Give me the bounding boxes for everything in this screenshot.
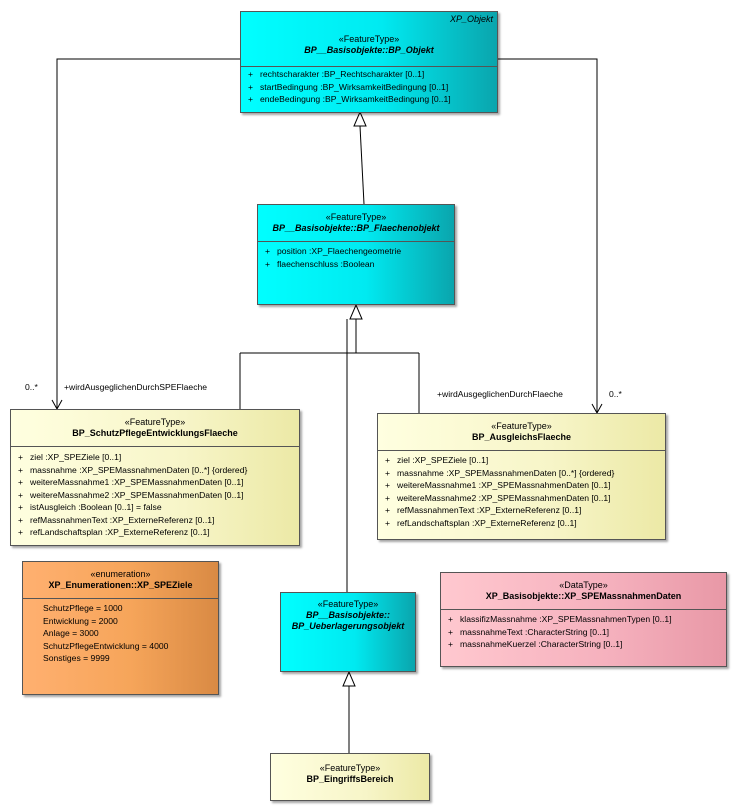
attribute-row: +massnahmeText :CharacterString [0..1] (447, 626, 610, 637)
enum-xp-speziele-separator (23, 598, 218, 599)
class-bp-flaechenobjekt-attributes: +position :XP_Flaechengeometrie +flaeche… (258, 245, 454, 270)
class-bp-schutzpflege[interactable]: «FeatureType» BP_SchutzPflegeEntwicklung… (10, 409, 300, 546)
generalization-arrowhead-ueberlagerung (342, 670, 356, 687)
attribute-row: +weitereMassnahme2 :XP_SPEMassnahmenDate… (17, 489, 244, 500)
attribute-row: +startBedingung :BP_WirksamkeitBedingung… (247, 81, 449, 92)
class-bp-schutzpflege-name: BP_SchutzPflegeEntwicklungsFlaeche (72, 428, 238, 438)
attribute-row: +refMassnahmenText :XP_ExterneReferenz [… (384, 505, 582, 515)
attribute-row: +massnahmeKuerzel :CharacterString [0..1… (447, 639, 623, 649)
class-bp-ueberlagerungsobjekt-name-line1: BP__Basisobjekte:: (305, 610, 391, 620)
class-bp-schutzpflege-separator (11, 446, 299, 447)
attribute-row: +weitereMassnahme2 :XP_SPEMassnahmenDate… (384, 492, 611, 503)
datatype-xp-spemassnahmendaten[interactable]: «DataType» XP_Basisobjekte::XP_SPEMassna… (440, 572, 727, 667)
association-right-role: +wirdAusgeglichenDurchFlaeche (437, 389, 563, 399)
attribute-row: +position :XP_Flaechengeometrie (264, 246, 402, 256)
attribute-row: +endeBedingung :BP_WirksamkeitBedingung … (247, 94, 451, 104)
enum-xp-speziele-name: XP_Enumerationen::XP_SPEZiele (48, 580, 193, 590)
attribute-row: +refLandschaftsplan :XP_ExterneReferenz … (17, 527, 210, 537)
association-right-multiplicity: 0..* (609, 389, 622, 399)
datatype-xp-spemassnahmendaten-separator (441, 609, 726, 610)
attribute-row: +massnahme :XP_SPEMassnahmenDaten [0..*]… (384, 467, 615, 478)
enum-literal: Entwicklung = 2000 (43, 615, 118, 626)
class-bp-flaechenobjekt-separator (258, 241, 454, 242)
datatype-xp-spemassnahmendaten-stereotype: «DataType» (559, 580, 608, 590)
association-right-line (497, 58, 598, 413)
class-bp-ausgleichsflaeche-name: BP_AusgleichsFlaeche (471, 432, 572, 442)
enum-xp-speziele-literals: SchutzPflege = 1000 Entwicklung = 2000 A… (43, 602, 168, 665)
class-bp-schutzpflege-attributes: +ziel :XP_SPEZiele [0..1] +massnahme :XP… (11, 451, 299, 539)
class-bp-objekt-tag: XP_Objekt (449, 14, 493, 24)
attribute-row: +refMassnahmenText :XP_ExterneReferenz [… (17, 514, 215, 525)
class-bp-eingriffsbereich-name: BP_EingriffsBereich (306, 774, 394, 784)
class-bp-ueberlagerungsobjekt-name-line2: BP_Ueberlagerungsobjekt (291, 621, 405, 631)
class-bp-ueberlagerungsobjekt-stereotype: «FeatureType» (317, 599, 379, 609)
attribute-row: +klassifizMassnahme :XP_SPEMassnahmenTyp… (447, 614, 672, 624)
association-left-multiplicity: 0..* (25, 382, 38, 392)
class-bp-schutzpflege-stereotype: «FeatureType» (124, 417, 186, 427)
class-bp-objekt[interactable]: XP_Objekt «FeatureType» BP__Basisobjekte… (240, 11, 498, 113)
class-bp-objekt-separator (241, 66, 497, 67)
attribute-row: +flaechenschluss :Boolean (264, 258, 375, 269)
attribute-row: +massnahme :XP_SPEMassnahmenDaten [0..*]… (17, 464, 248, 475)
enum-xp-speziele-stereotype: «enumeration» (90, 569, 151, 579)
class-bp-objekt-name: BP__Basisobjekte::BP_Objekt (304, 45, 434, 55)
enum-literal: SchutzPflege = 1000 (43, 603, 123, 613)
attribute-row: +weitereMassnahme1 :XP_SPEMassnahmenDate… (17, 477, 244, 487)
class-bp-ausgleichsflaeche-separator (378, 450, 665, 451)
class-bp-ueberlagerungsobjekt[interactable]: «FeatureType» BP__Basisobjekte:: BP_Uebe… (280, 592, 416, 672)
datatype-xp-spemassnahmendaten-attributes: +klassifizMassnahme :XP_SPEMassnahmenTyp… (441, 613, 726, 651)
association-left-role: +wirdAusgeglichenDurchSPEFlaeche (64, 382, 208, 392)
class-bp-eingriffsbereich-stereotype: «FeatureType» (319, 763, 381, 773)
datatype-xp-spemassnahmendaten-name: XP_Basisobjekte::XP_SPEMassnahmenDaten (485, 591, 682, 601)
attribute-row: +weitereMassnahme1 :XP_SPEMassnahmenDate… (384, 480, 611, 490)
enum-literal: Anlage = 3000 (43, 628, 99, 638)
generalization-arrowhead-flaechenobjekt (349, 303, 363, 320)
generalization-flaechenobjekt-objekt (359, 125, 365, 205)
attribute-row: +rechtscharakter :BP_Rechtscharakter [0.… (247, 69, 425, 79)
enum-xp-speziele[interactable]: «enumeration» XP_Enumerationen::XP_SPEZi… (22, 561, 219, 695)
attribute-row: +ziel :XP_SPEZiele [0..1] (384, 455, 489, 465)
class-bp-ausgleichsflaeche-attributes: +ziel :XP_SPEZiele [0..1] +massnahme :XP… (378, 454, 665, 529)
class-bp-objekt-stereotype: «FeatureType» (338, 34, 400, 44)
enum-literal: Sonstiges = 9999 (43, 653, 110, 663)
class-bp-flaechenobjekt[interactable]: «FeatureType» BP__Basisobjekte::BP_Flaec… (257, 204, 455, 305)
attribute-row: +istAusgleich :Boolean [0..1] = false (17, 502, 162, 512)
association-left-line (56, 58, 240, 409)
class-bp-flaechenobjekt-stereotype: «FeatureType» (325, 212, 387, 222)
attribute-row: +ziel :XP_SPEZiele [0..1] (17, 452, 122, 462)
attribute-row: +refLandschaftsplan :XP_ExterneReferenz … (384, 517, 577, 528)
class-bp-ausgleichsflaeche[interactable]: «FeatureType» BP_AusgleichsFlaeche +ziel… (377, 413, 666, 540)
class-bp-eingriffsbereich[interactable]: «FeatureType» BP_EingriffsBereich (270, 753, 430, 801)
class-bp-objekt-attributes: +rechtscharakter :BP_Rechtscharakter [0.… (241, 68, 497, 106)
generalization-arrowhead-objekt (353, 110, 367, 127)
class-bp-flaechenobjekt-name: BP__Basisobjekte::BP_Flaechenobjekt (272, 223, 440, 233)
class-bp-ausgleichsflaeche-stereotype: «FeatureType» (491, 421, 552, 431)
enum-literal: SchutzPflegeEntwicklung = 4000 (43, 640, 169, 651)
